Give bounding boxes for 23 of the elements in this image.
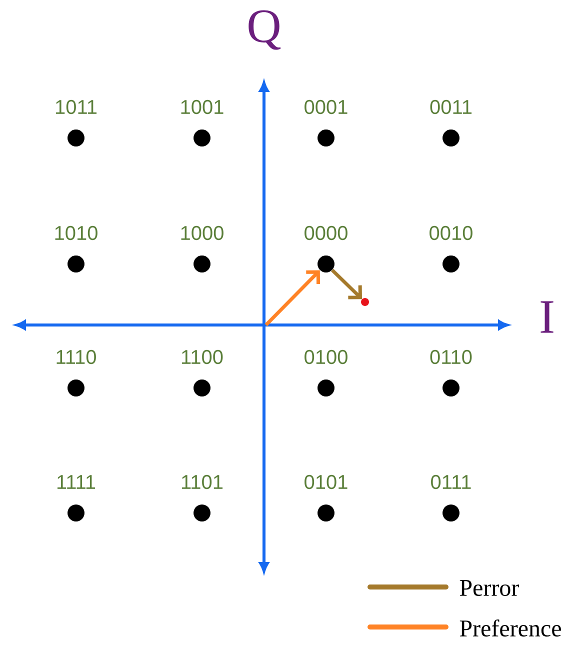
arrow <box>331 268 362 300</box>
bit-label: 0100 <box>304 350 348 364</box>
bit-label: 1001 <box>181 100 224 114</box>
bit-label: 0000 <box>304 226 348 240</box>
received-point <box>361 298 369 306</box>
bit-label: 0110 <box>430 350 472 364</box>
legend-text: Preference <box>460 619 561 637</box>
bit-label: 1111 <box>58 475 96 489</box>
bit-label: 1100 <box>182 350 223 364</box>
bit-label: 0101 <box>304 474 348 490</box>
bit-label: 1011 <box>56 100 97 114</box>
legend-text: Perror <box>460 580 519 596</box>
bit-label: 0010 <box>430 226 472 240</box>
bit-label: 1101 <box>182 474 223 490</box>
bit-label: 1010 <box>55 226 98 240</box>
arrow <box>264 270 320 326</box>
bit-label: 1000 <box>181 226 224 240</box>
axis-label: I <box>540 301 554 333</box>
bit-label: 1110 <box>56 350 96 364</box>
axis-label: Q <box>248 10 281 50</box>
bit-label: 0011 <box>430 100 472 114</box>
bit-label: 0111 <box>431 474 471 490</box>
bit-label: 0001 <box>304 100 348 114</box>
